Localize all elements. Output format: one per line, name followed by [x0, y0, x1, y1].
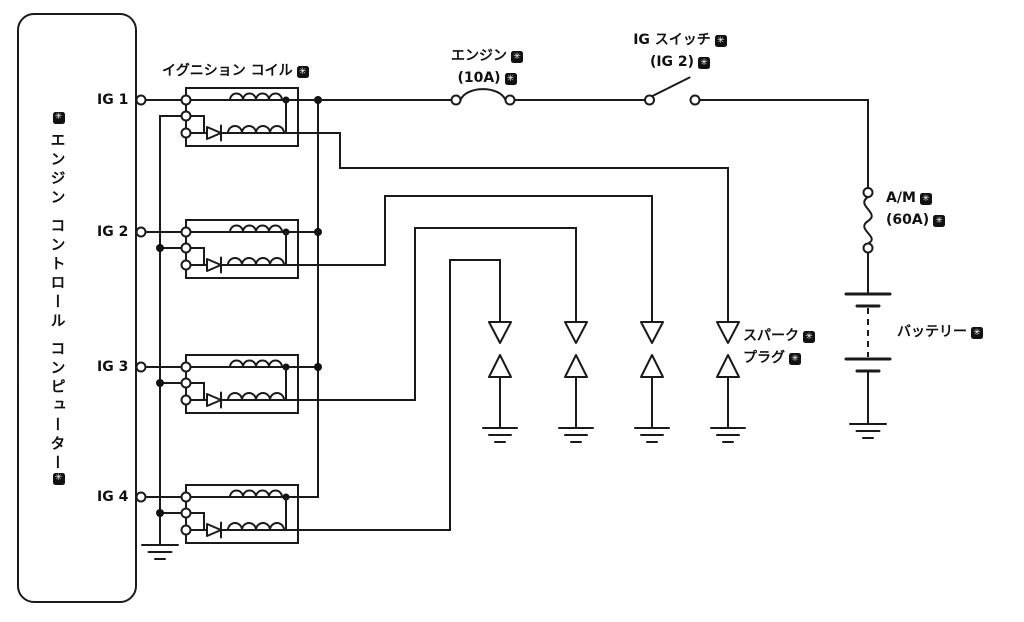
note-marker-icon: ✳ [504, 72, 517, 85]
junction-dot [314, 363, 322, 371]
coil-terminal [180, 127, 192, 139]
ignition-coil-label: イグニション コイル✳ [162, 61, 309, 83]
note-marker-icon: ✳ [698, 56, 711, 69]
ground-bus [141, 115, 183, 560]
coil-terminal [180, 491, 192, 503]
spark-plug-4 [710, 321, 746, 443]
ecu-label: ✳エンジン コントロール コンピューター✳ [48, 112, 67, 493]
battery-symbol [844, 292, 892, 439]
coil-terminal [180, 259, 192, 271]
spark-plug-2 [558, 321, 594, 443]
primary-winding [229, 224, 283, 233]
terminal-label-ig1: IG 1 [97, 92, 129, 108]
spark-plug-3 [634, 321, 670, 443]
coil-terminal [180, 94, 192, 106]
hv-wire-3 [297, 227, 577, 401]
battery-label: バッテリー✳ [897, 322, 983, 344]
fusible-link-name: A/M✳ [886, 188, 945, 210]
hv-wires [297, 132, 729, 531]
fusible-link-label: A/M✳ (60A)✳ [886, 188, 946, 232]
fusible-link-rating: (60A)✳ [886, 210, 946, 232]
ground-symbol [849, 423, 887, 439]
ecu-terminal-ig2 [135, 226, 147, 238]
engine-fuse-label: エンジン✳ (10A)✳ [427, 46, 547, 89]
hv-wire-2 [297, 195, 653, 323]
ignition-coil-3 [180, 354, 299, 414]
ignition-coil-4 [180, 484, 299, 544]
primary-winding [229, 92, 283, 101]
ground-symbol [482, 427, 518, 443]
coil-terminal [180, 394, 192, 406]
terminal-label-ig4: IG 4 [97, 489, 129, 505]
supply-bus [297, 96, 322, 498]
coil-terminal [180, 507, 192, 519]
coil-terminal [180, 377, 192, 389]
ground-symbol [141, 544, 179, 560]
primary-winding [229, 489, 283, 498]
switch-name: IG スイッチ✳ [610, 30, 750, 52]
ig-switch-label: IG スイッチ✳ (IG 2)✳ [610, 30, 750, 73]
spark-plug-label-line2: プラグ✳ [743, 348, 815, 370]
secondary-winding [227, 125, 285, 134]
note-marker-icon: ✳ [714, 35, 727, 47]
ecu-terminal-ig3 [135, 361, 147, 373]
ground-symbol [710, 427, 746, 443]
primary-winding [229, 359, 283, 368]
ig-switch-symbol [644, 76, 701, 106]
switch-position: (IG 2)✳ [610, 52, 750, 74]
spark-plug-label-line1: スパーク✳ [743, 326, 815, 348]
ecu-terminal-ig1 [135, 94, 147, 106]
note-marker-icon: ✳ [803, 331, 815, 343]
ig-signal-wires [144, 99, 183, 498]
junction-dot [156, 244, 164, 252]
secondary-winding [227, 392, 285, 401]
fusible-link-symbol [862, 187, 874, 295]
igniter-transistor [206, 258, 222, 272]
igniter-transistor [206, 393, 222, 407]
junction-dot [156, 509, 164, 517]
igniter-transistor [206, 523, 222, 537]
fuse-name: エンジン✳ [427, 46, 547, 68]
igniter-transistor [206, 126, 222, 140]
ground-symbol [634, 427, 670, 443]
ignition-coil-2 [180, 219, 299, 279]
coil-terminal [180, 361, 192, 373]
junction-dot [156, 379, 164, 387]
note-marker-icon: ✳ [52, 112, 65, 126]
note-marker-icon: ✳ [296, 66, 309, 78]
coil-terminal [180, 110, 192, 122]
fuse-rating: (10A)✳ [427, 68, 547, 90]
ecu-label-text: エンジン コントロール コンピューター [48, 132, 67, 474]
coil-terminal [180, 524, 192, 536]
main-supply-wire [297, 76, 869, 189]
fuse-symbol [450, 88, 516, 106]
secondary-winding [227, 522, 285, 531]
secondary-winding [227, 257, 285, 266]
note-marker-icon: ✳ [789, 352, 801, 365]
note-marker-icon: ✳ [971, 327, 983, 339]
coil-terminal [180, 242, 192, 254]
ground-symbol [558, 427, 594, 443]
hv-wire-4 [297, 259, 501, 531]
note-marker-icon: ✳ [511, 51, 523, 63]
hv-wire-1 [297, 132, 729, 323]
terminal-label-ig3: IG 3 [97, 359, 129, 375]
note-marker-icon: ✳ [919, 193, 932, 205]
spark-plug-1 [482, 321, 518, 443]
ignition-coil-1 [180, 87, 299, 147]
spark-plug-label: スパーク✳ プラグ✳ [743, 326, 815, 369]
note-marker-icon: ✳ [52, 473, 65, 488]
ecu-outline [17, 13, 137, 603]
note-marker-icon: ✳ [933, 214, 946, 227]
coil-terminal [180, 226, 192, 238]
ecu-terminal-ig4 [135, 491, 147, 503]
junction-dot [314, 228, 322, 236]
terminal-label-ig2: IG 2 [97, 224, 129, 240]
